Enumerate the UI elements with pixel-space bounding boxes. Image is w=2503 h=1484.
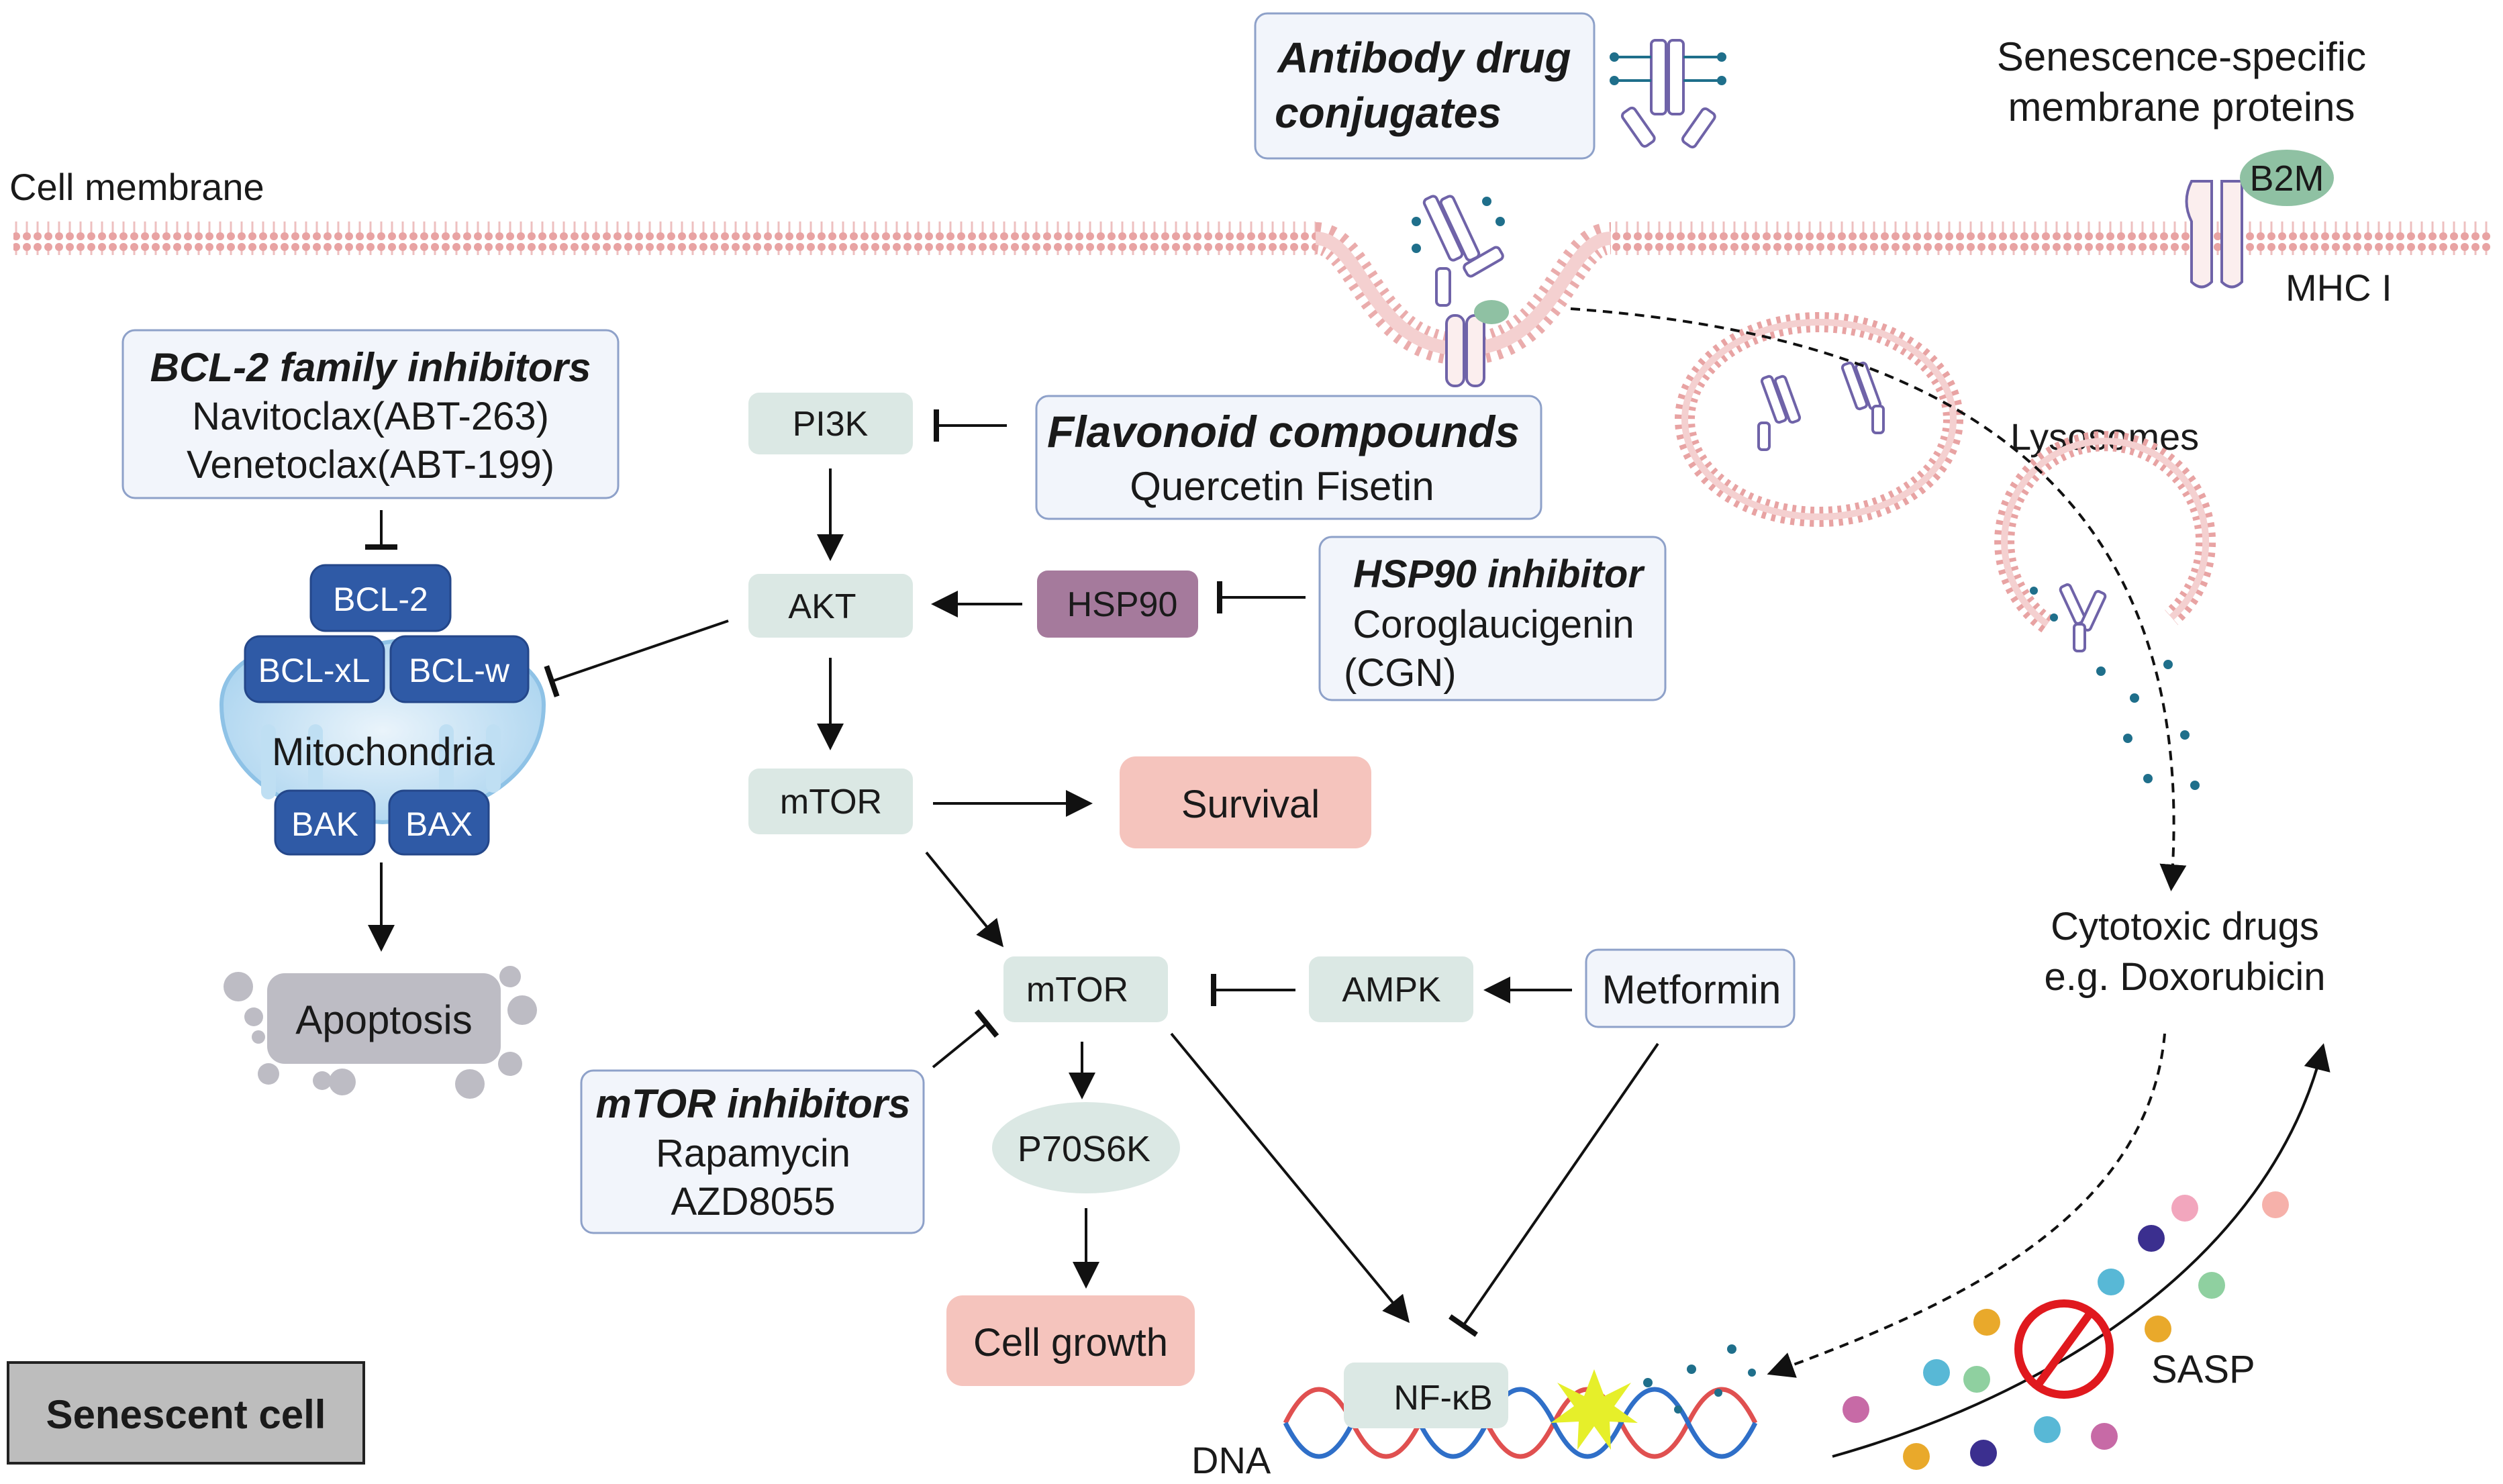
akt-inhibits-bcl-arrow (544, 620, 729, 698)
senescent-cell-box: Senescent cell (7, 1361, 365, 1465)
dna-label: DNA (1191, 1439, 1271, 1481)
bcl2-node: BCL-2 (309, 564, 452, 632)
survival-node: Survival (1120, 756, 1371, 848)
mtor1-to-mtor2-arrow (925, 851, 1004, 948)
nfkb-node: NF-κB (1344, 1363, 1508, 1428)
lysosome-2 (1994, 431, 2216, 790)
mtor2-node: mTOR (1003, 956, 1168, 1022)
dna-damage-star-icon (1551, 1369, 1638, 1450)
p70s6k-label: P70S6K (1018, 1129, 1150, 1169)
mtor-inhibitors-line2: AZD8055 (671, 1180, 835, 1224)
membrane-receptor-icon (1445, 300, 1509, 387)
hsp90-label: HSP90 (1067, 585, 1178, 624)
apoptosis-label: Apoptosis (295, 997, 473, 1042)
sasp-arrow (1832, 1043, 2330, 1458)
hsp90-node: HSP90 (1037, 571, 1198, 638)
cell-growth-node: Cell growth (946, 1295, 1195, 1386)
lysosome-1 (1675, 312, 1963, 527)
bax-node: BAX (388, 789, 490, 856)
bclw-node: BCL-w (389, 635, 530, 703)
survival-label: Survival (1181, 783, 1320, 826)
bcl2-inhibitors-title: BCL-2 family inhibitors (150, 345, 591, 390)
bclxl-label: BCL-xL (258, 652, 371, 689)
cell-growth-label: Cell growth (973, 1321, 1168, 1365)
akt-label: AKT (788, 587, 856, 626)
bcl2-inhibitors-box: BCL-2 family inhibitors Navitoclax(ABT-2… (121, 329, 620, 499)
flavonoid-title: Flavonoid compounds (1047, 407, 1520, 456)
nfkb-label: NF-κB (1393, 1379, 1492, 1418)
apoptosis-node: Apoptosis (224, 966, 537, 1099)
senescence-proteins-label-2: membrane proteins (2008, 85, 2355, 130)
adc-title-line2: conjugates (1275, 89, 1502, 137)
mitochondria-label: Mitochondria (272, 730, 495, 774)
hsp90-inhibitor-title: HSP90 inhibitor (1353, 552, 1645, 596)
ampk-label: AMPK (1342, 971, 1441, 1009)
dna-damage-dots (1643, 1344, 1756, 1414)
metformin-inhibits-nfkb (1448, 1042, 1659, 1337)
sasp-label: SASP (2151, 1348, 2255, 1391)
bound-antibody-icon (1412, 195, 1505, 307)
lysosome-trafficking-arrow (1570, 307, 2187, 891)
bclw-label: BCL-w (409, 652, 510, 689)
cytotoxic-line1: Cytotoxic drugs (2051, 905, 2319, 948)
bak-node: BAK (274, 789, 376, 856)
mtor2-label: mTOR (1026, 971, 1128, 1009)
cell-membrane-label: Cell membrane (9, 166, 264, 208)
hsp90-inhibitor-line1: Coroglaucigenin (1353, 603, 1634, 646)
cytotoxic-line2: e.g. Doxorubicin (2044, 955, 2325, 999)
mtor1-node: mTOR (748, 769, 913, 834)
senescence-proteins-label-1: Senescence-specific (1997, 34, 2366, 79)
hsp90-inhibitor-box: HSP90 inhibitor Coroglaucigenin (CGN) (1318, 536, 1667, 701)
bak-label: BAK (291, 805, 358, 843)
prohibit-icon (2014, 1299, 2114, 1399)
akt-node: AKT (748, 574, 913, 638)
bcl2-label: BCL-2 (333, 581, 428, 618)
mhc1-protein-icon (2185, 150, 2334, 289)
metformin-box: Metformin (1585, 948, 1796, 1028)
bcl2-inhibitors-line2: Venetoclax(ABT-199) (187, 443, 554, 487)
p70s6k-node: P70S6K (992, 1102, 1180, 1193)
mtor2-to-nfkb-arrow (1170, 1032, 1410, 1324)
ampk-node: AMPK (1309, 956, 1473, 1022)
hsp90-inhibitor-line2: (CGN) (1344, 651, 1457, 695)
senescent-cell-label: Senescent cell (46, 1392, 326, 1437)
mtor-inhibitors-box: mTOR inhibitors Rapamycin AZD8055 (580, 1069, 925, 1234)
flavonoid-line1: Quercetin Fisetin (1130, 464, 1434, 509)
mhc1-label: MHC I (2286, 266, 2392, 309)
metformin-label: Metformin (1602, 967, 1781, 1012)
bcl2-inhibitors-line1: Navitoclax(ABT-263) (192, 395, 549, 438)
pi3k-node: PI3K (748, 393, 913, 454)
sasp-factors (1843, 1191, 2289, 1470)
pi3k-label: PI3K (793, 405, 869, 444)
adc-box: Antibody drug conjugates (1254, 12, 1596, 160)
mtor-inhibitors-title: mTOR inhibitors (596, 1081, 911, 1126)
mtor1-label: mTOR (780, 783, 882, 822)
antibody-icon (1610, 39, 1726, 149)
b2m-label: B2M (2249, 158, 2324, 199)
adc-title-line1: Antibody drug (1276, 34, 1571, 82)
bclxl-node: BCL-xL (244, 635, 385, 703)
mtor-inhibitors-tee (932, 1009, 999, 1069)
cytotoxic-to-dna-arrow (1767, 1033, 2166, 1378)
bax-label: BAX (405, 805, 473, 843)
mtor-inhibitors-line1: Rapamycin (656, 1132, 850, 1175)
flavonoid-box: Flavonoid compounds Quercetin Fisetin (1035, 395, 1542, 520)
